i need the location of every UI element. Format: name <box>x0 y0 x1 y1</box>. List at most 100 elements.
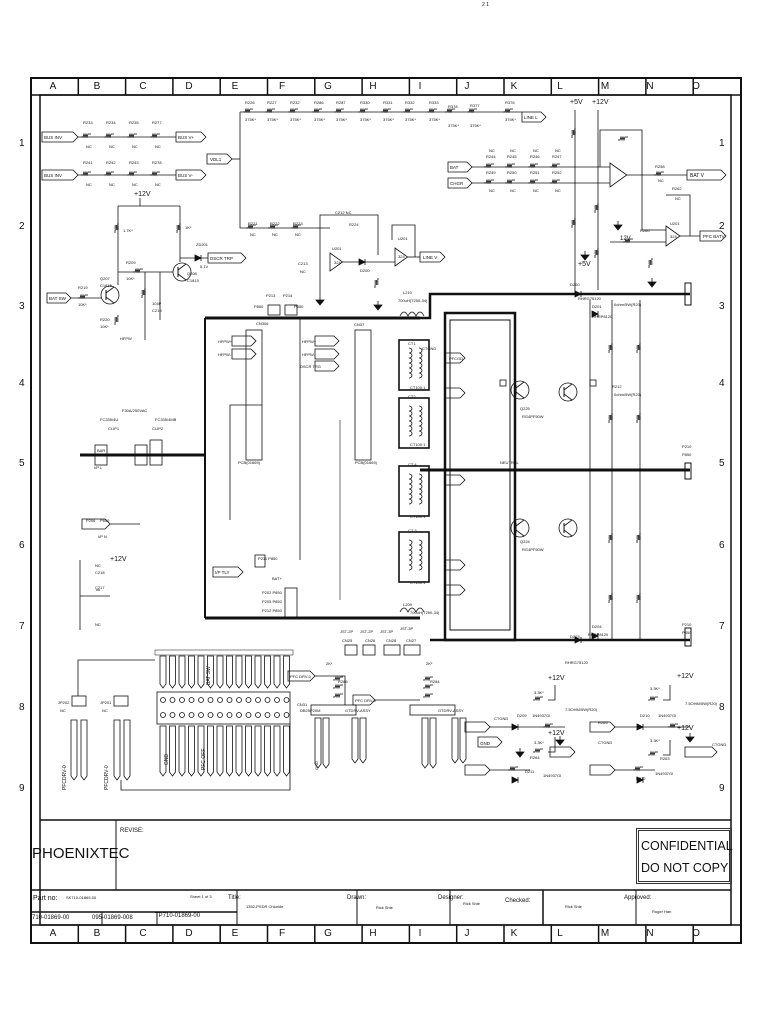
row-label: 6 <box>719 540 725 551</box>
connector-pin <box>198 697 204 703</box>
column-label: E <box>231 81 239 92</box>
resistor-symbol <box>265 107 275 114</box>
net-port-tag <box>322 717 330 769</box>
resistor-symbol <box>648 695 658 702</box>
column-label: K <box>510 81 518 92</box>
net-port-tag <box>264 725 271 777</box>
component-label: R250 <box>507 170 517 175</box>
connector-pin <box>179 697 185 703</box>
net-port-tag <box>159 655 167 689</box>
net-port-tag <box>464 721 491 733</box>
component-label: GND <box>314 761 319 770</box>
component-box <box>398 339 430 391</box>
component-label: CN27 <box>406 638 417 643</box>
column-label: O <box>692 81 700 92</box>
column-label: N <box>646 81 654 92</box>
resistor-symbol <box>505 162 515 169</box>
component-label: Q225 <box>520 406 531 411</box>
wire <box>563 383 573 391</box>
wire <box>319 214 379 255</box>
component-label: R246 <box>530 154 540 159</box>
diode-symbol <box>511 776 519 784</box>
net-port-tag <box>207 252 247 264</box>
component-box <box>398 465 430 517</box>
wire <box>120 724 291 791</box>
component-label: +12V <box>548 675 565 682</box>
resistor-symbol <box>243 107 253 114</box>
component-label: 2K* <box>326 661 333 666</box>
component-label: C219 <box>152 308 162 313</box>
component-label: CLIP1 <box>108 426 120 431</box>
resistor-symbol <box>635 593 642 603</box>
resistor-symbol <box>543 722 553 729</box>
transformer-winding <box>418 405 423 437</box>
resistor-symbol <box>381 107 391 114</box>
component-box <box>156 691 291 725</box>
component-label: CT1 <box>408 341 416 346</box>
connector-pin <box>264 697 271 703</box>
connector-pin <box>274 697 280 703</box>
resistor-symbol <box>654 170 664 177</box>
column-label: I <box>418 928 422 939</box>
component-label: CT 3 <box>408 528 417 533</box>
component-label: CT100:1 <box>410 580 426 585</box>
wire <box>563 519 573 527</box>
resistor-symbol <box>445 107 455 114</box>
component-label: P210 <box>682 444 692 449</box>
component-label: R264 <box>530 755 540 760</box>
component-label: FC335/4U <box>100 417 118 422</box>
component-box <box>154 649 294 656</box>
checked-label: Checked: <box>505 898 531 904</box>
component-label: D200 <box>570 282 580 287</box>
connector-pin <box>198 712 204 718</box>
diode-symbol <box>591 310 599 318</box>
component-label: R252 <box>552 170 562 175</box>
component-label: GTDRV-ASSY <box>345 708 371 713</box>
diode-symbol <box>358 258 366 266</box>
diode-symbol <box>574 290 582 298</box>
inductor-symbol <box>399 607 425 613</box>
resistor-symbol <box>127 132 137 139</box>
net-port-tag <box>421 717 429 769</box>
component-label: CT100:1 <box>410 514 426 519</box>
row-label: 2 <box>19 221 25 232</box>
resistor-symbol <box>635 413 642 423</box>
component-label: JP201 <box>100 700 112 705</box>
column-label: C <box>139 928 147 939</box>
wire <box>177 263 187 271</box>
row-label: 3 <box>19 301 25 312</box>
resistor-symbol <box>81 170 91 177</box>
component-label: PCB(01669) <box>238 460 261 465</box>
net-port-tag <box>686 169 727 181</box>
component-label: NC <box>155 144 161 149</box>
component-label: U201 <box>670 221 680 226</box>
transistor-symbol <box>510 518 530 538</box>
component-label: D212 <box>636 776 646 781</box>
component-label: NC <box>86 182 92 187</box>
component-label: R232 <box>290 100 300 105</box>
row-label: 3 <box>719 301 725 312</box>
component-label: 2K* <box>426 661 433 666</box>
component-label: 375K* <box>383 117 394 122</box>
component-label: NEUTRAL <box>500 460 519 465</box>
component-label: PFCDRV-0 <box>62 765 68 790</box>
wire <box>391 224 416 257</box>
net-port-tag <box>159 725 167 777</box>
part-no-value: SK710-01869-00 <box>66 895 97 900</box>
wire <box>666 194 691 236</box>
component-label: 1K* <box>185 225 192 230</box>
component-label: PFC DRV-0 <box>290 674 312 679</box>
resistor-symbol <box>508 765 518 772</box>
title-label: Title: <box>228 895 241 901</box>
component-label: D211 <box>525 769 535 774</box>
component-label: 3.3K* <box>534 740 544 745</box>
component-label: NC <box>489 188 495 193</box>
component-label: +5V <box>570 99 583 106</box>
component-label: DB25P20M <box>300 708 320 713</box>
component-label: 1.7K* <box>123 228 133 233</box>
net-port-tag <box>175 131 207 143</box>
ground-icon <box>580 254 590 261</box>
resistor-symbol <box>403 107 413 114</box>
row-label: 2 <box>719 221 725 232</box>
component-label: P850 <box>294 304 304 309</box>
